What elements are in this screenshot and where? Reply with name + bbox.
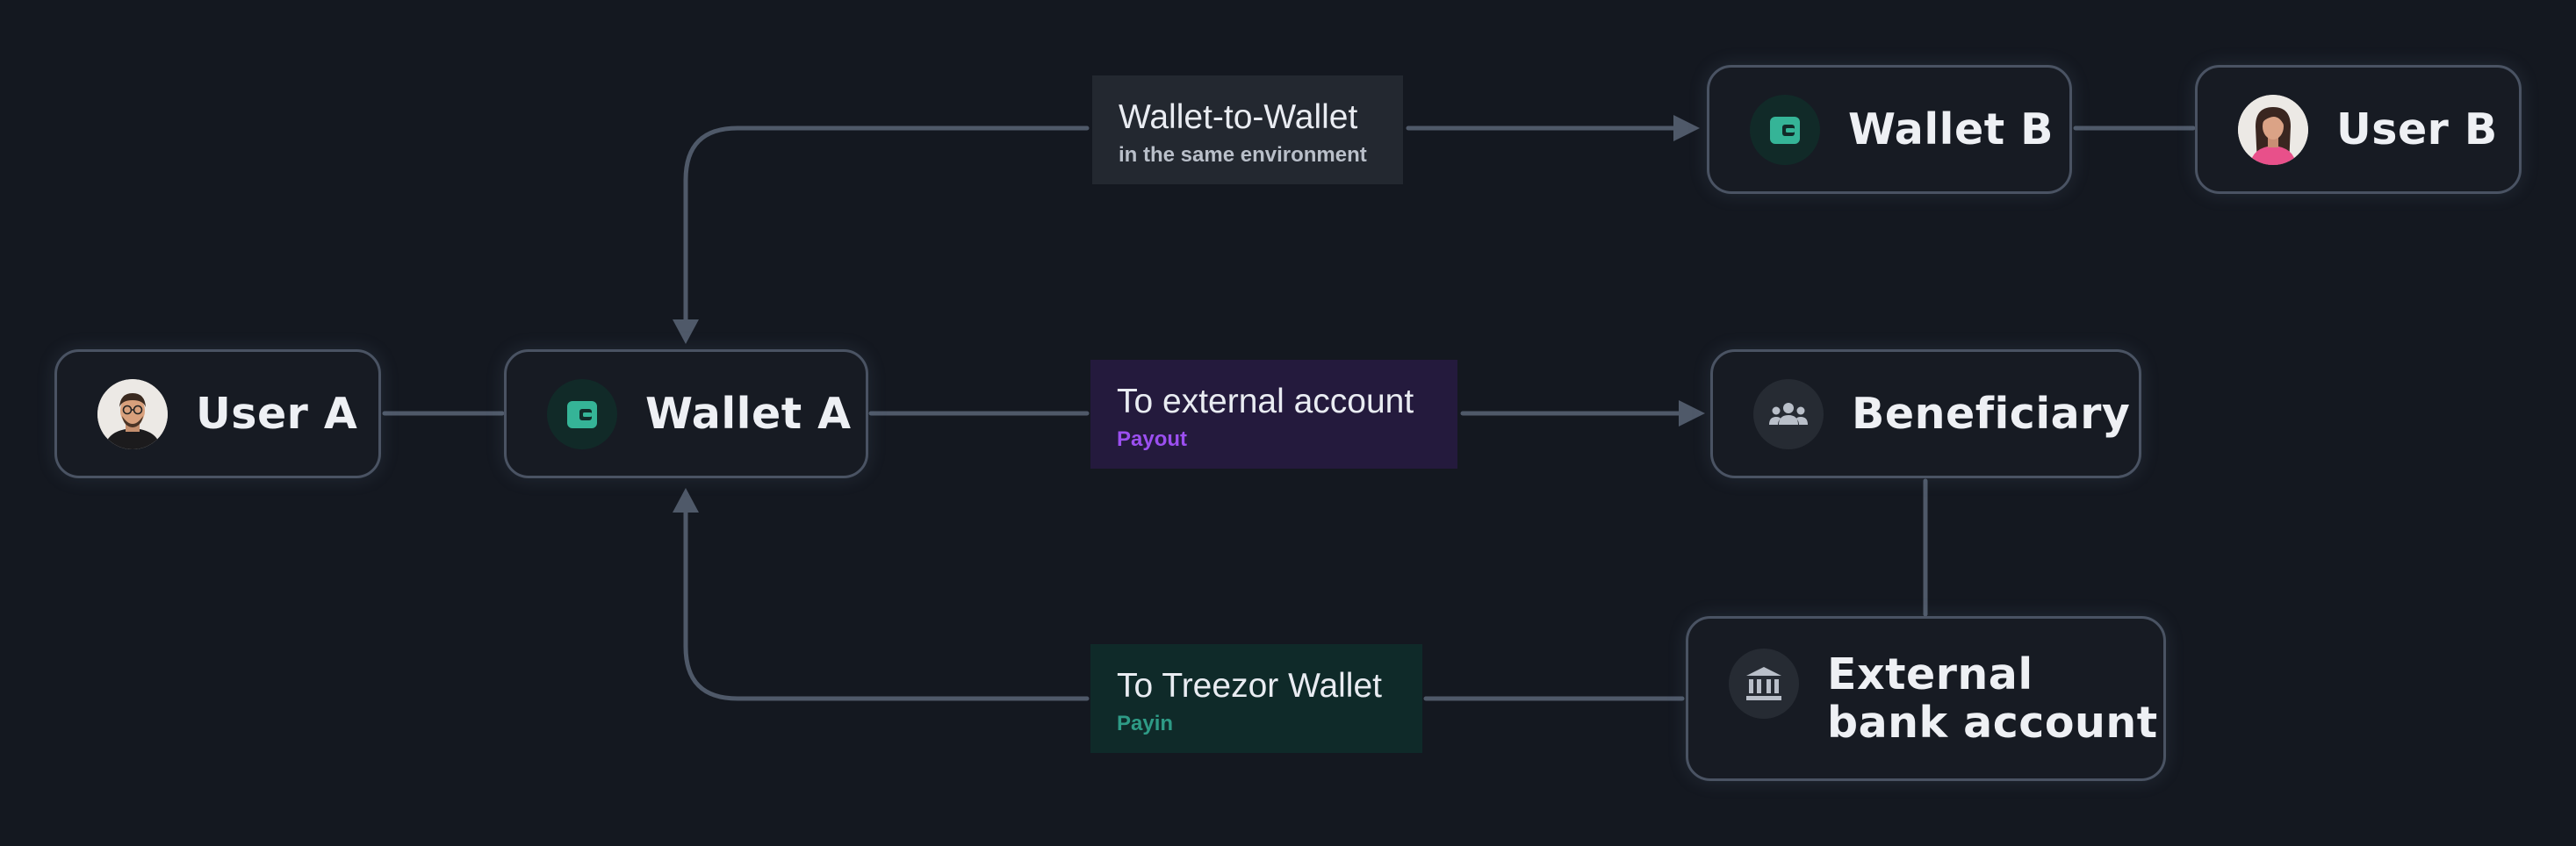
node-wallet-a: Wallet A	[504, 349, 868, 478]
node-label: Wallet B	[1848, 104, 2054, 154]
people-icon	[1753, 378, 1824, 449]
node-label: External bank account	[1827, 650, 2158, 747]
user-a-avatar	[97, 378, 168, 449]
user-b-avatar	[2238, 94, 2308, 165]
node-beneficiary: Beneficiary	[1710, 349, 2141, 478]
node-label: User B	[2336, 104, 2498, 154]
node-label-line1: External	[1827, 649, 2033, 699]
arrowhead-into-wallet-b	[1673, 115, 1700, 141]
node-label: User A	[196, 388, 358, 439]
arrowhead-into-wallet-a-top	[673, 319, 699, 344]
node-label: Wallet A	[645, 388, 852, 439]
arrowhead-into-wallet-a-bottom	[673, 488, 699, 513]
node-label-line2: bank account	[1827, 698, 2158, 748]
edge-title: Wallet-to-Wallet	[1119, 98, 1358, 136]
node-user-b: User B	[2195, 65, 2522, 194]
wallet-icon	[547, 378, 617, 449]
node-label: Beneficiary	[1852, 388, 2131, 439]
node-user-a: User A	[54, 349, 381, 478]
edge-title: To Treezor Wallet	[1117, 667, 1382, 705]
edge-subtitle: Payin	[1117, 712, 1174, 735]
node-external-bank-account: External bank account	[1686, 616, 2166, 781]
wallet-icon	[1750, 94, 1820, 165]
edge-title: To external account	[1117, 383, 1414, 420]
edge-label-payin: To Treezor Wallet Payin	[1090, 644, 1422, 753]
connector-w2w-wallet-a	[683, 125, 1090, 327]
edge-subtitle: in the same environment	[1119, 143, 1367, 167]
bank-icon	[1729, 649, 1799, 719]
edge-subtitle: Payout	[1117, 427, 1188, 451]
connector-payin-wallet-a	[683, 506, 1090, 701]
edge-label-payout: To external account Payout	[1090, 360, 1457, 469]
arrowhead-into-beneficiary	[1679, 400, 1705, 427]
edge-label-wallet-to-wallet: Wallet-to-Wallet in the same environment	[1092, 75, 1403, 184]
node-wallet-b: Wallet B	[1707, 65, 2072, 194]
